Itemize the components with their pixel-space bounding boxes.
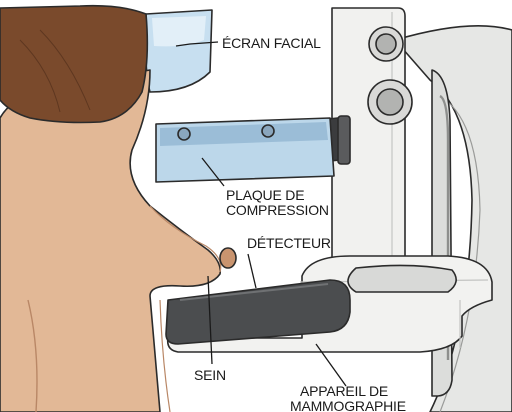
label-compression-plate-line-1: PLAQUE DE (226, 188, 329, 203)
label-compression-plate-line-2: COMPRESSION (226, 203, 329, 218)
label-mammography-unit-line-1: APPAREIL DE (290, 384, 406, 399)
label-face-shield: ÉCRAN FACIAL (222, 36, 321, 51)
label-mammography-unit: APPAREIL DE MAMMOGRAPHIE (290, 384, 406, 412)
callout-detector (248, 254, 256, 288)
upper-knob (369, 27, 403, 61)
label-compression-plate: PLAQUE DE COMPRESSION (226, 188, 329, 218)
label-detector: DÉTECTEUR (247, 236, 331, 251)
label-breast: SEIN (194, 368, 226, 383)
lower-knob (368, 80, 412, 124)
label-mammography-unit-line-2: MAMMOGRAPHIE (290, 399, 406, 412)
